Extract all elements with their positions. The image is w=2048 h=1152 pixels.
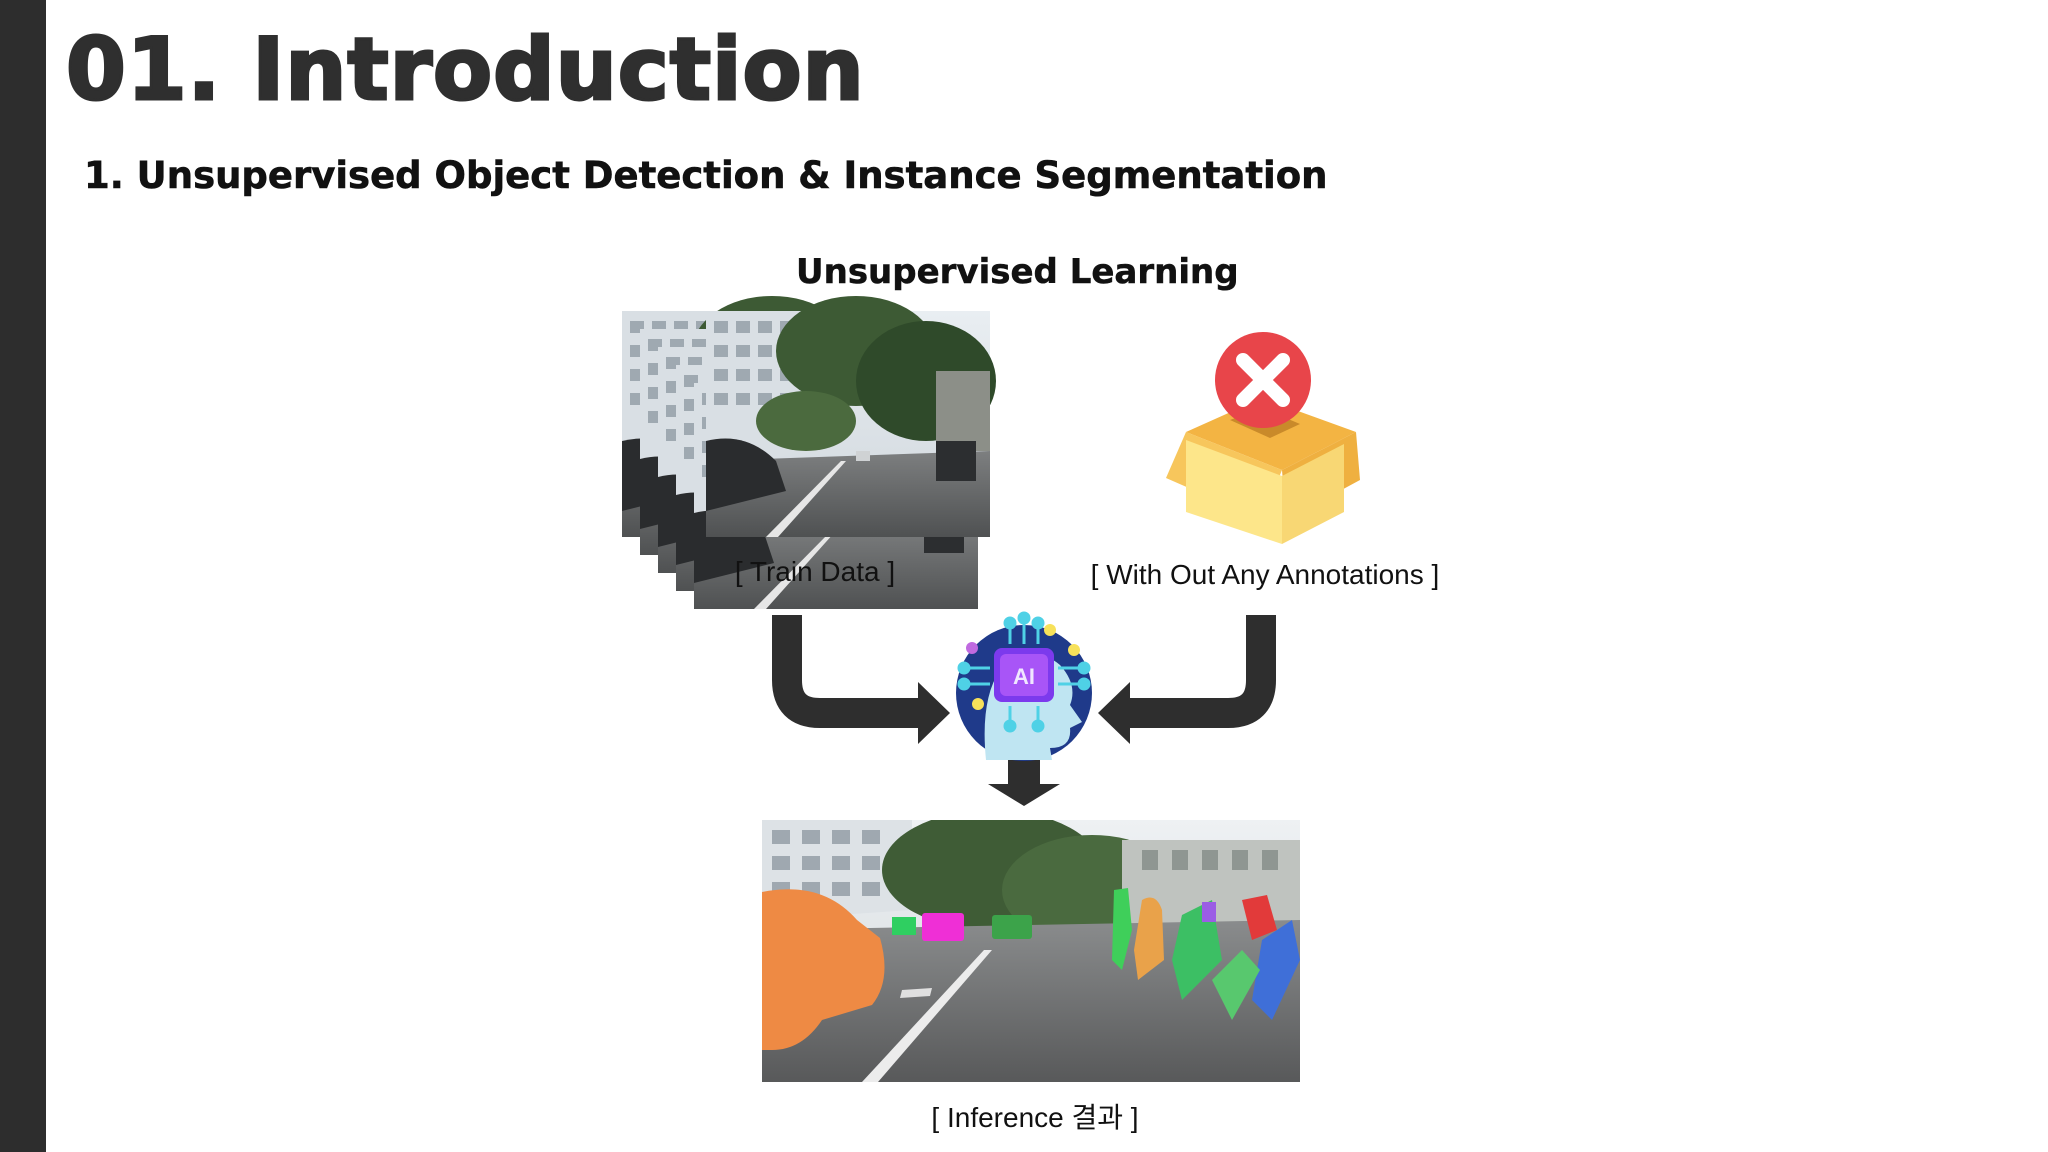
train-data-caption: [ Train Data ] (734, 556, 896, 587)
arrow-ai-to-inference (988, 760, 1060, 806)
arrow-annot-to-ai (1128, 615, 1276, 728)
segment-person (1202, 902, 1216, 922)
segment-vehicle (992, 915, 1032, 939)
left-accent-bar (0, 0, 46, 1152)
diagram-heading: Unsupervised Learning (796, 252, 1239, 293)
inference-result-image (762, 820, 1300, 1082)
segment-person (1252, 920, 1300, 1020)
arrow-train-to-ai-head (918, 682, 950, 744)
train-frame (658, 332, 948, 573)
segment-person (1212, 950, 1260, 1020)
segment-car (762, 889, 885, 1050)
segment-person (1242, 895, 1277, 940)
segment-vehicle (922, 913, 964, 941)
segment-vehicle (892, 917, 916, 935)
annotations-caption: [ With Out Any Annotations ] (1090, 559, 1440, 590)
segment-person (1134, 897, 1164, 980)
segment-person (1172, 900, 1222, 1000)
inference-caption: [ Inference 결과 ] (931, 1102, 1139, 1133)
ai-brain-head-icon: AI (956, 611, 1092, 761)
slide-subtitle: 1. Unsupervised Object Detection & Insta… (84, 154, 1328, 198)
slide-title: 01. Introduction (65, 19, 866, 122)
ai-chip-label: AI (1013, 664, 1035, 689)
arrow-annot-to-ai-head (1098, 682, 1130, 744)
box-with-x-icon (1166, 332, 1360, 544)
arrow-train-to-ai (772, 615, 920, 728)
train-frame (640, 314, 930, 555)
segment-person (1112, 888, 1132, 970)
train-frame (676, 350, 966, 591)
train-frame (622, 296, 912, 537)
train-frame (706, 296, 996, 537)
